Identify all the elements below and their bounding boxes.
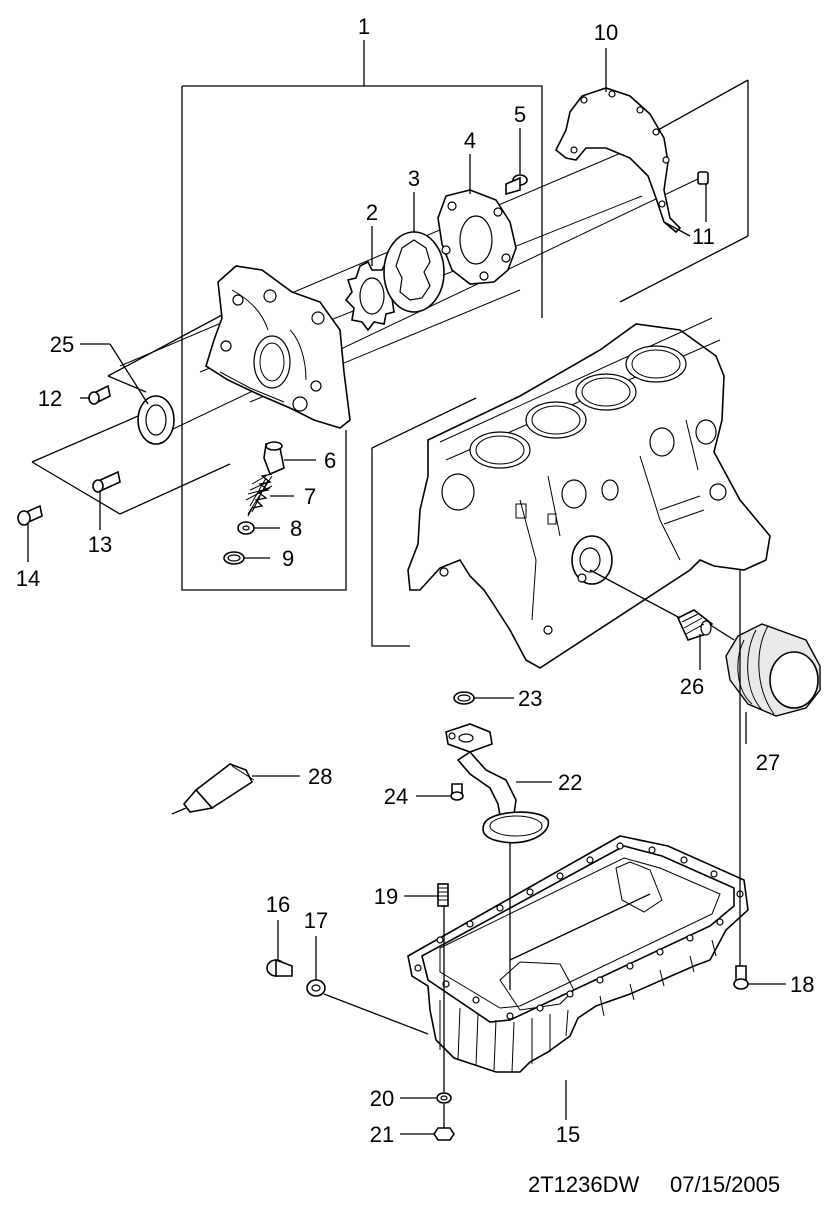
relief-valve-spring — [245, 473, 273, 517]
callout-12: 12 — [38, 386, 62, 411]
diagram-date: 07/15/2005 — [670, 1172, 780, 1197]
diagram-code: 2T1236DW — [528, 1172, 640, 1197]
drain-plug — [266, 958, 293, 977]
drain-plug-washer — [306, 979, 326, 997]
bolt-14 — [17, 504, 43, 526]
oil-pickup-tube — [445, 723, 550, 844]
pump-cover-plate — [437, 189, 517, 285]
oil-filter-connector — [676, 609, 714, 641]
callout-25: 25 — [50, 332, 74, 357]
callout-labels: 1 2 3 4 5 6 7 8 9 10 11 12 13 14 15 16 1… — [16, 14, 815, 1147]
relief-valve-snap-ring — [223, 551, 245, 565]
sealant-tube — [171, 763, 255, 815]
callout-16: 16 — [266, 892, 290, 917]
front-oil-seal — [137, 395, 175, 445]
callout-23: 23 — [518, 686, 542, 711]
callout-1: 1 — [358, 14, 370, 39]
cover-screw — [505, 174, 528, 196]
callout-2: 2 — [366, 200, 378, 225]
oil-filter — [725, 623, 821, 717]
callout-10: 10 — [594, 20, 618, 45]
stud-washer — [436, 1092, 452, 1104]
callout-4: 4 — [464, 128, 476, 153]
callout-14: 14 — [16, 566, 40, 591]
dowel-pin — [697, 171, 709, 185]
callout-6: 6 — [324, 448, 336, 473]
relief-valve-washer — [237, 521, 255, 535]
callout-18: 18 — [790, 972, 814, 997]
callout-27: 27 — [756, 750, 780, 775]
rear-seal-gasket — [554, 87, 682, 234]
bolt-12 — [88, 384, 111, 406]
frame-oil-pump-group — [181, 40, 543, 591]
callout-26: 26 — [680, 674, 704, 699]
callout-9: 9 — [282, 546, 294, 571]
relief-valve-plunger — [263, 441, 285, 476]
callout-15: 15 — [556, 1122, 580, 1147]
front-cover-housing — [205, 265, 351, 429]
pan-stud — [437, 883, 449, 907]
pickup-o-ring — [453, 691, 475, 705]
callout-21: 21 — [370, 1122, 394, 1147]
callout-5: 5 — [514, 102, 526, 127]
callout-24: 24 — [384, 784, 408, 809]
callout-22: 22 — [558, 770, 582, 795]
pickup-bolt — [450, 783, 464, 801]
callout-17: 17 — [304, 908, 328, 933]
pan-bolt — [733, 965, 749, 990]
outer-rotor-ring — [383, 231, 445, 313]
oil-pan — [407, 835, 749, 1073]
callout-20: 20 — [370, 1086, 394, 1111]
callout-19: 19 — [374, 884, 398, 909]
stud-nut — [433, 1127, 455, 1141]
callout-13: 13 — [88, 532, 112, 557]
callout-3: 3 — [408, 166, 420, 191]
bolt-13 — [92, 470, 121, 494]
cylinder-block — [407, 317, 771, 669]
callout-11: 11 — [692, 224, 715, 249]
callout-8: 8 — [290, 516, 302, 541]
frame-cylinder-block — [371, 235, 749, 647]
callout-7: 7 — [304, 484, 316, 509]
callout-28: 28 — [308, 764, 332, 789]
leader-lines — [27, 48, 786, 1135]
diagram-footer: 2T1236DW 07/15/2005 — [528, 1172, 780, 1197]
